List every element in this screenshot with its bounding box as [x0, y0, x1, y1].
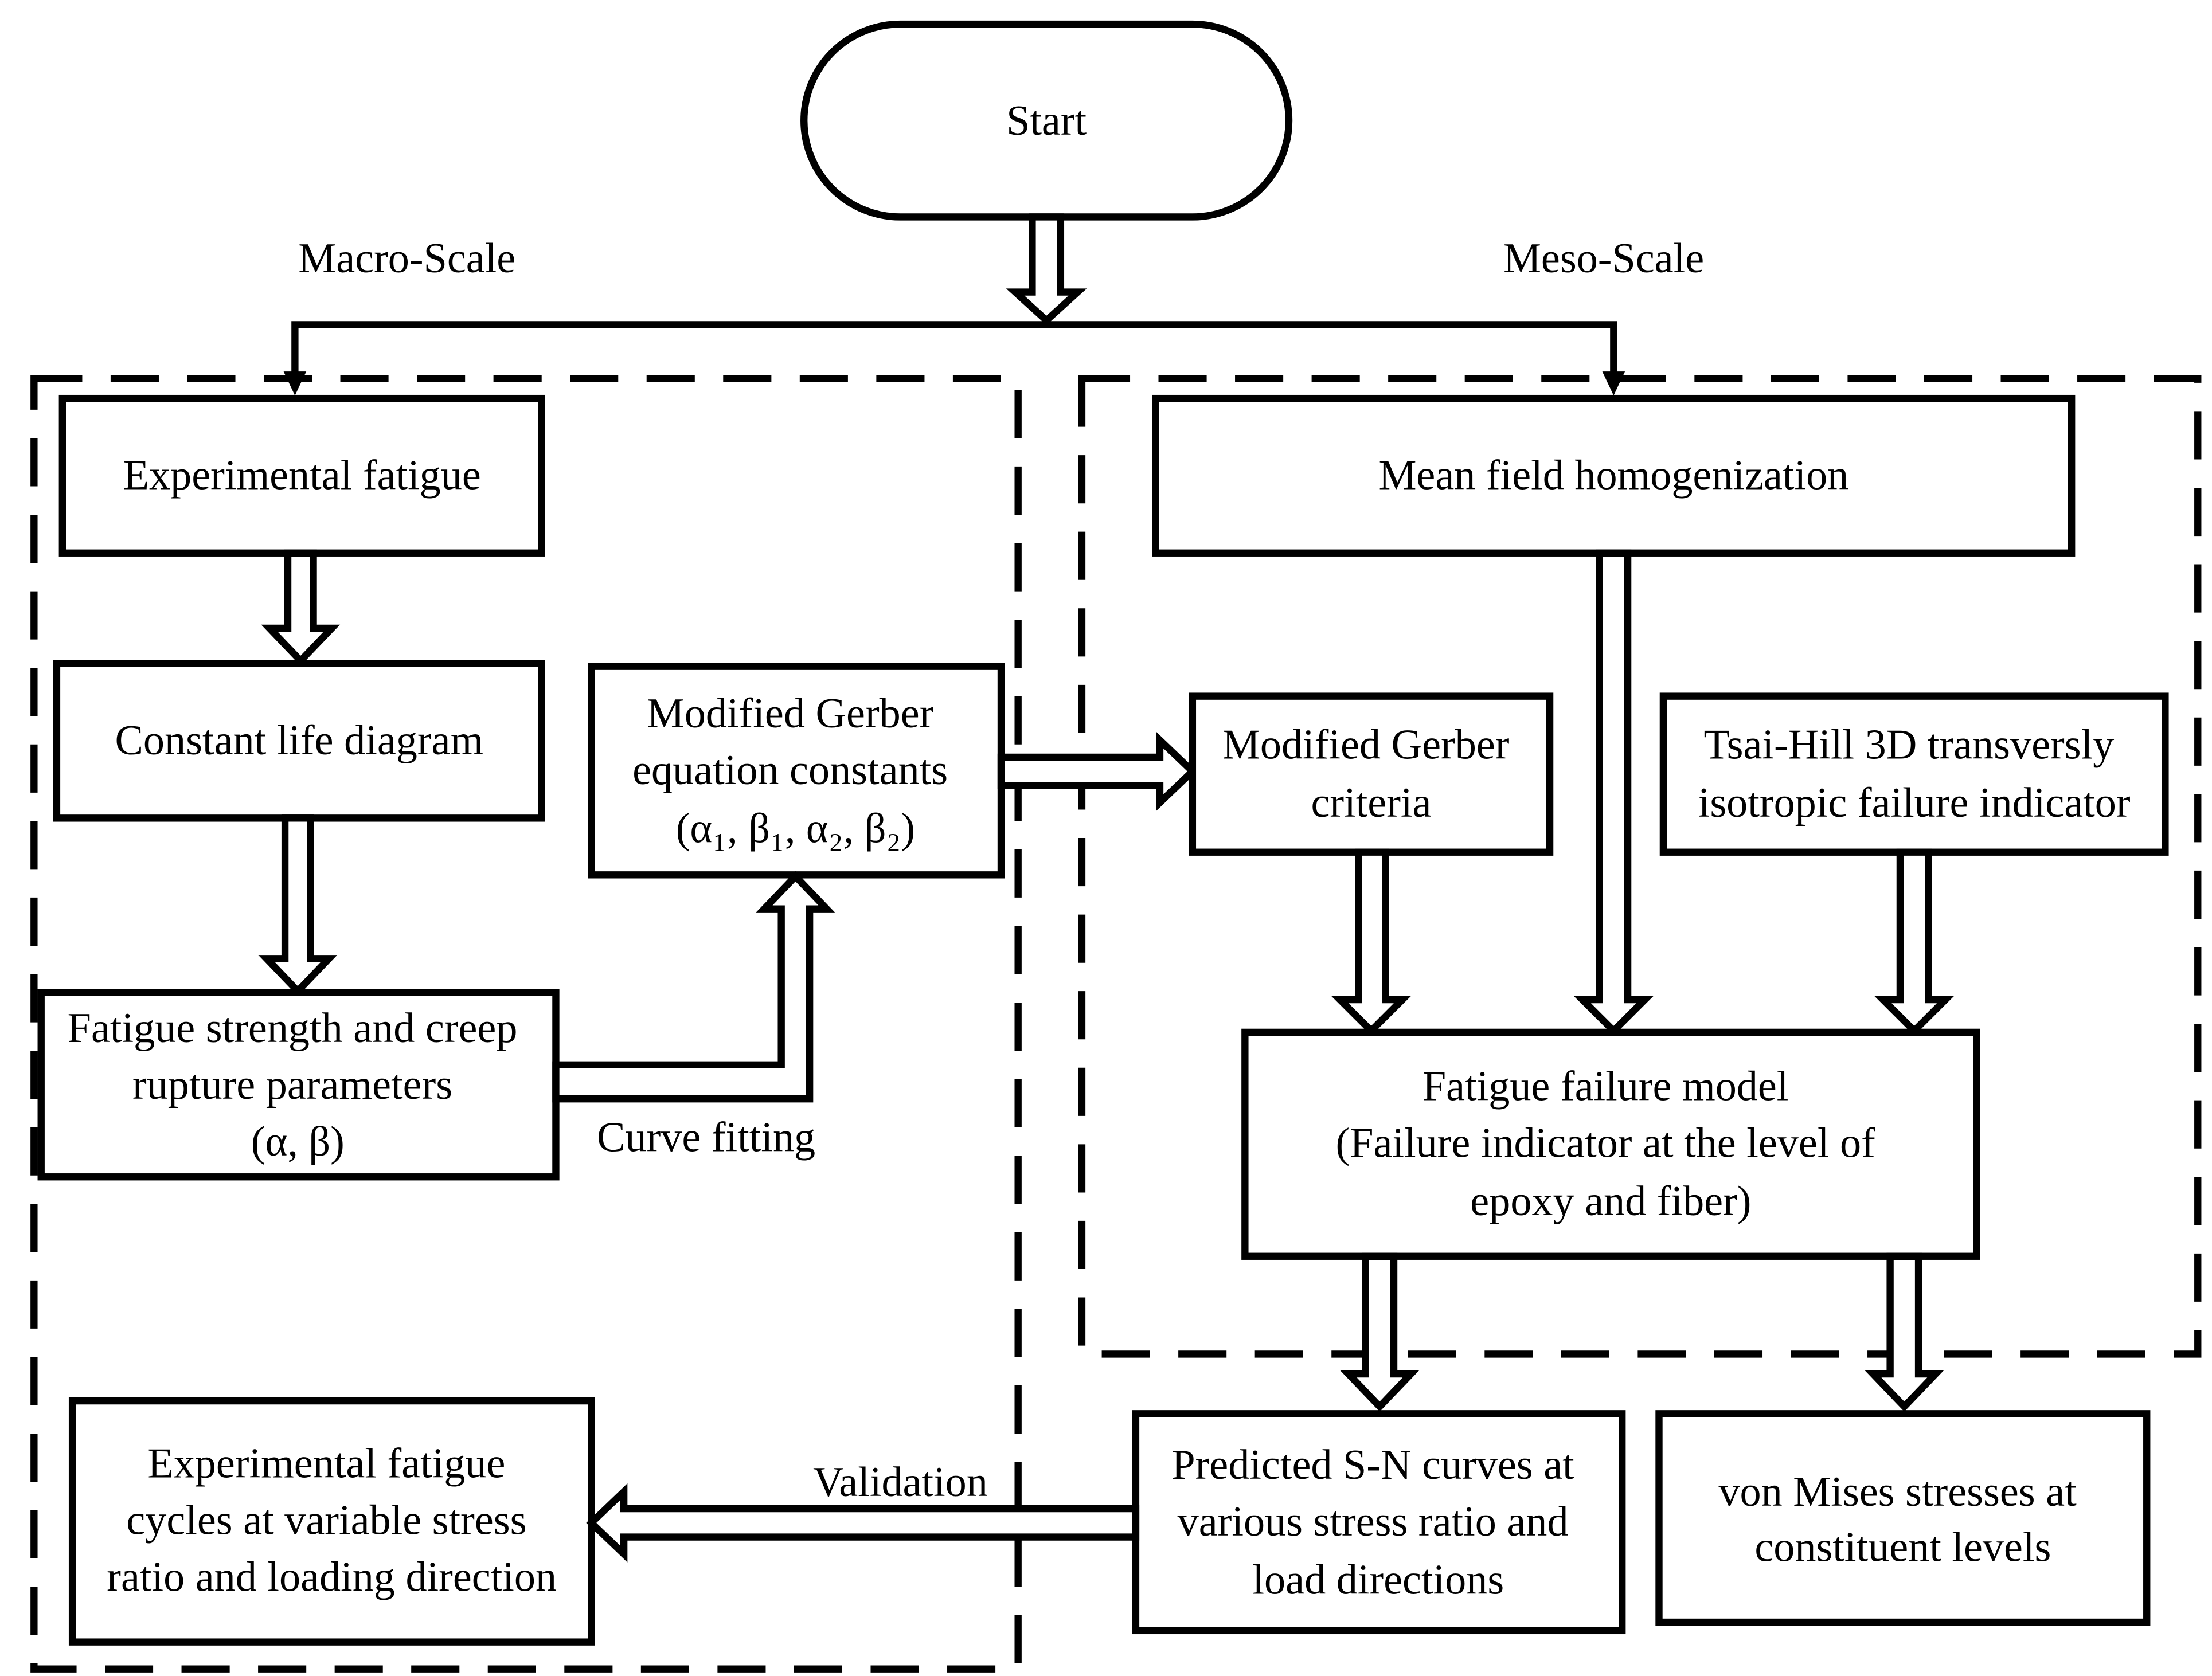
validation-label: Validation: [813, 1459, 988, 1506]
experimental-fatigue-box: Experimental fatigue: [58, 394, 545, 557]
gerber-constants-text: Modified Gerber equation constants (α₁, …: [632, 690, 959, 852]
split-connector: [291, 321, 1617, 378]
tsai-hill-box: Tsai-Hill 3D transversly isotropic failu…: [1659, 692, 2169, 856]
fatigue-failure-model-text: Fatigue failure model (Failure indicator…: [1336, 1063, 1886, 1225]
curve-fitting-label: Curve fitting: [597, 1114, 815, 1161]
arrow-tsaihill-to-model: [1874, 848, 1954, 1036]
von-mises-text: von Mises stresses at constituent levels: [1718, 1469, 2087, 1571]
experimental-fatigue-text: Experimental fatigue: [123, 452, 481, 499]
experimental-cycles-box: Experimental fatigue cycles at variable …: [68, 1397, 595, 1646]
start-terminal: Start: [800, 20, 1293, 221]
fatigue-strength-box: Fatigue strength and creep rupture param…: [37, 989, 560, 1181]
arrow-criteria-to-model: [1331, 848, 1411, 1036]
gerber-constants-box: Modified Gerber equation constants (α₁, …: [588, 663, 1005, 879]
macro-scale-region: [30, 375, 1022, 1673]
split-arrowhead-left: [283, 371, 307, 396]
arrow-constant-to-strength: [258, 814, 338, 997]
tsai-hill-text: Tsai-Hill 3D transversly isotropic failu…: [1698, 721, 2131, 826]
sn-curves-text: Predicted S-N curves at various stress r…: [1171, 1442, 1585, 1603]
split-arrowhead-right: [1602, 371, 1625, 396]
meso-scale-region: [1078, 375, 2202, 1358]
start-down-arrow: [1006, 213, 1087, 326]
macro-scale-label: Macro-Scale: [298, 235, 515, 282]
arrow-validation: [586, 1483, 1140, 1563]
experimental-cycles-text: Experimental fatigue cycles at variable …: [107, 1440, 557, 1601]
arrow-constants-to-criteria: [997, 731, 1198, 811]
sn-curves-box: Predicted S-N curves at various stress r…: [1132, 1410, 1626, 1635]
fatigue-failure-model-box: Fatigue failure model (Failure indicator…: [1241, 1028, 1980, 1260]
constant-life-diagram-text: Constant life diagram: [115, 717, 483, 764]
arrow-meanfield-to-model: [1574, 549, 1654, 1036]
arrow-model-to-vonmises: [1865, 1252, 1944, 1412]
arrow-experimental-to-constant: [261, 549, 341, 666]
start-label: Start: [1006, 97, 1087, 144]
constant-life-diagram-box: Constant life diagram: [53, 660, 545, 822]
mean-field-text: Mean field homogenization: [1378, 452, 1848, 499]
fatigue-strength-text: Fatigue strength and creep rupture param…: [68, 1005, 528, 1165]
meso-scale-label: Meso-Scale: [1503, 235, 1704, 282]
gerber-criteria-box: Modified Gerber criteria: [1189, 692, 1554, 856]
von-mises-box: von Mises stresses at constituent levels: [1655, 1410, 2151, 1626]
gerber-criteria-text: Modified Gerber criteria: [1222, 721, 1520, 826]
arrow-curve-fitting: [552, 871, 835, 1103]
arrow-model-to-sn: [1340, 1252, 1420, 1412]
mean-field-box: Mean field homogenization: [1152, 394, 2076, 557]
